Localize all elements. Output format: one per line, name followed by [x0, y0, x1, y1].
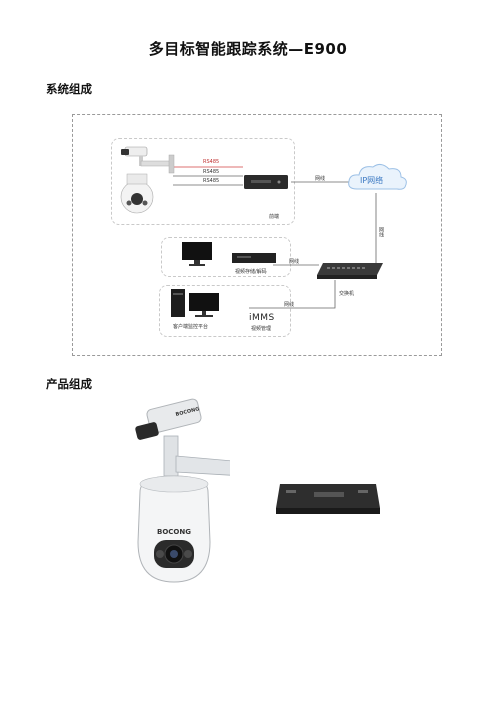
top-camera-brand: BOCONG [175, 406, 200, 418]
line-label-1: RS485 [203, 159, 220, 165]
ptz-camera-photo: BOCONG BOCONG [135, 398, 230, 583]
tracking-box-photo [276, 484, 380, 514]
section-heading-product: 产品组成 [46, 377, 92, 391]
switch-label: 交换机 [339, 291, 355, 297]
link-label-storage-switch: 网线 [289, 259, 300, 265]
front-end-label: 前端 [269, 214, 280, 220]
line-label-3: RS485 [203, 178, 220, 184]
storage-group [161, 237, 291, 277]
nvr-icon [232, 253, 276, 263]
imms-subtitle: 视频管理 [251, 326, 272, 332]
page-title: 多目标智能跟踪系统—E900 [148, 40, 348, 58]
storage-label: 视频存储/解码 [235, 269, 267, 275]
cloud-icon [348, 163, 407, 190]
tracker-box-icon [244, 175, 288, 189]
ip-network-label: IP网络 [360, 176, 384, 185]
ptz-camera-icon [120, 146, 175, 214]
diagram-lines [173, 166, 377, 309]
link-label-front-cloud: 网线 [315, 176, 326, 182]
system-diagram-frame: RS485 RS485 RS485 前端 网线 IP网络 网线 视频存储/解码 … [72, 114, 442, 356]
front-end-group [111, 138, 295, 225]
monitor-icon [182, 242, 212, 266]
imms-title: iMMS [249, 313, 275, 323]
line-label-2: RS485 [203, 169, 220, 175]
dome-brand: BOCONG [157, 528, 191, 536]
client-group [159, 285, 291, 337]
pc-workstation-icon [171, 289, 219, 317]
section-heading-system: 系统组成 [46, 82, 92, 96]
link-label-client-switch: 网线 [284, 302, 295, 308]
client-platform-label: 客户端监控平台 [173, 324, 209, 330]
link-label-cloud-switch: 网线 [378, 227, 384, 237]
switch-icon [317, 263, 383, 279]
